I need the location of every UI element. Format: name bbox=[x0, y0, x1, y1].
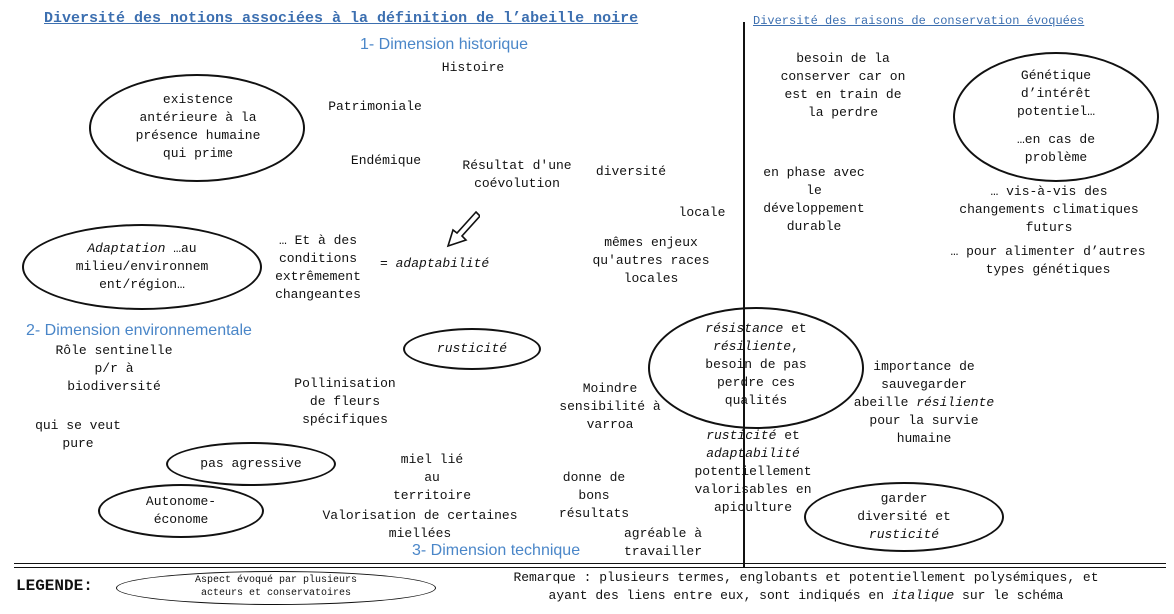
dimension-historique: 1- Dimension historique bbox=[360, 36, 529, 53]
ellipse-genetique bbox=[953, 52, 1159, 182]
notion-adaptabilite: = adaptabilité bbox=[380, 256, 490, 271]
ellipse-autonome bbox=[98, 484, 264, 538]
right-title: Diversité des raisons de conservation év… bbox=[753, 14, 1085, 28]
notion-varroa: Moindre sensibilité à varroa bbox=[559, 381, 661, 432]
reason-garder: garder diversité et rusticité bbox=[857, 491, 951, 542]
notion-enjeux: mêmes enjeux qu'autres races locales bbox=[592, 235, 710, 286]
reason-valorisables: rusticité et adaptabilité potentiellemen… bbox=[694, 428, 812, 515]
notion-patrimoniale: Patrimoniale bbox=[328, 99, 422, 114]
notion-locale: locale bbox=[678, 205, 726, 220]
notion-miellees: Valorisation de certaines miellées bbox=[322, 508, 518, 541]
reason-alimenter: … pour alimenter d’autres types génétiqu… bbox=[950, 244, 1146, 277]
notion-conditions: … Et à des conditions extrêmement change… bbox=[275, 233, 361, 302]
arrow-down-left-icon bbox=[446, 210, 480, 248]
dimension-technique: 3- Dimension technique bbox=[412, 542, 581, 559]
notion-pollinisation: Pollinisation de fleurs spécifiques bbox=[294, 376, 396, 427]
reason-perdre: besoin de la conserver car on est en tra… bbox=[780, 51, 906, 120]
ellipse-garder bbox=[804, 482, 1004, 552]
notion-sentinelle: Rôle sentinelle p/r à biodiversité bbox=[55, 343, 173, 394]
vertical-divider bbox=[743, 22, 745, 568]
legend-label: LEGENDE: bbox=[16, 577, 93, 595]
notion-autonome: Autonome- économe bbox=[145, 494, 217, 527]
ellipse-resistance bbox=[648, 307, 864, 429]
notion-adaptation: Adaptation …au milieu/environnem ent/rég… bbox=[75, 241, 209, 292]
left-title: Diversité des notions associées à la déf… bbox=[44, 10, 639, 27]
legend-ellipse-text: Aspect évoqué par plusieurs acteurs et c… bbox=[194, 575, 358, 599]
notion-diversite: diversité bbox=[595, 164, 667, 179]
notion-histoire: Histoire bbox=[441, 60, 505, 75]
legend-remark: Remarque : plusieurs termes, englobants … bbox=[513, 570, 1099, 603]
notion-coevolution: Résultat d'une coévolution bbox=[462, 158, 572, 191]
notion-rusticite: rusticité bbox=[436, 341, 508, 356]
reason-genetique: Génétique d’intérêt potentiel… …en cas d… bbox=[1016, 68, 1095, 165]
ellipse-existence bbox=[89, 74, 305, 182]
reason-durable: en phase avec le développement durable bbox=[763, 165, 865, 234]
notion-endemique: Endémique bbox=[350, 153, 422, 168]
notion-pas-agressive: pas agressive bbox=[200, 456, 302, 471]
dimension-environnementale: 2- Dimension environnementale bbox=[26, 322, 252, 339]
legend-ellipse bbox=[116, 571, 436, 605]
notion-agreable: agréable à travailler bbox=[623, 526, 702, 559]
legend-divider-bottom bbox=[14, 567, 1166, 568]
ellipse-adaptation bbox=[22, 224, 262, 310]
ellipse-pas-agressive bbox=[166, 442, 336, 486]
ellipse-rusticite bbox=[403, 328, 541, 370]
notion-existence: existence antérieure à la présence humai… bbox=[135, 92, 261, 161]
legend-divider-top bbox=[14, 563, 1166, 564]
reason-sauvegarder: importance de sauvegarder abeille résili… bbox=[853, 359, 995, 446]
notion-pure: qui se veut pure bbox=[35, 418, 121, 451]
notion-resultats: donne de bons résultats bbox=[558, 470, 630, 521]
notion-miel: miel lié au territoire bbox=[392, 452, 471, 503]
reason-climatiques: … vis-à-vis des changements climatiques … bbox=[959, 184, 1139, 235]
reason-resistance: résistance et résiliente, besoin de pas … bbox=[705, 321, 807, 408]
